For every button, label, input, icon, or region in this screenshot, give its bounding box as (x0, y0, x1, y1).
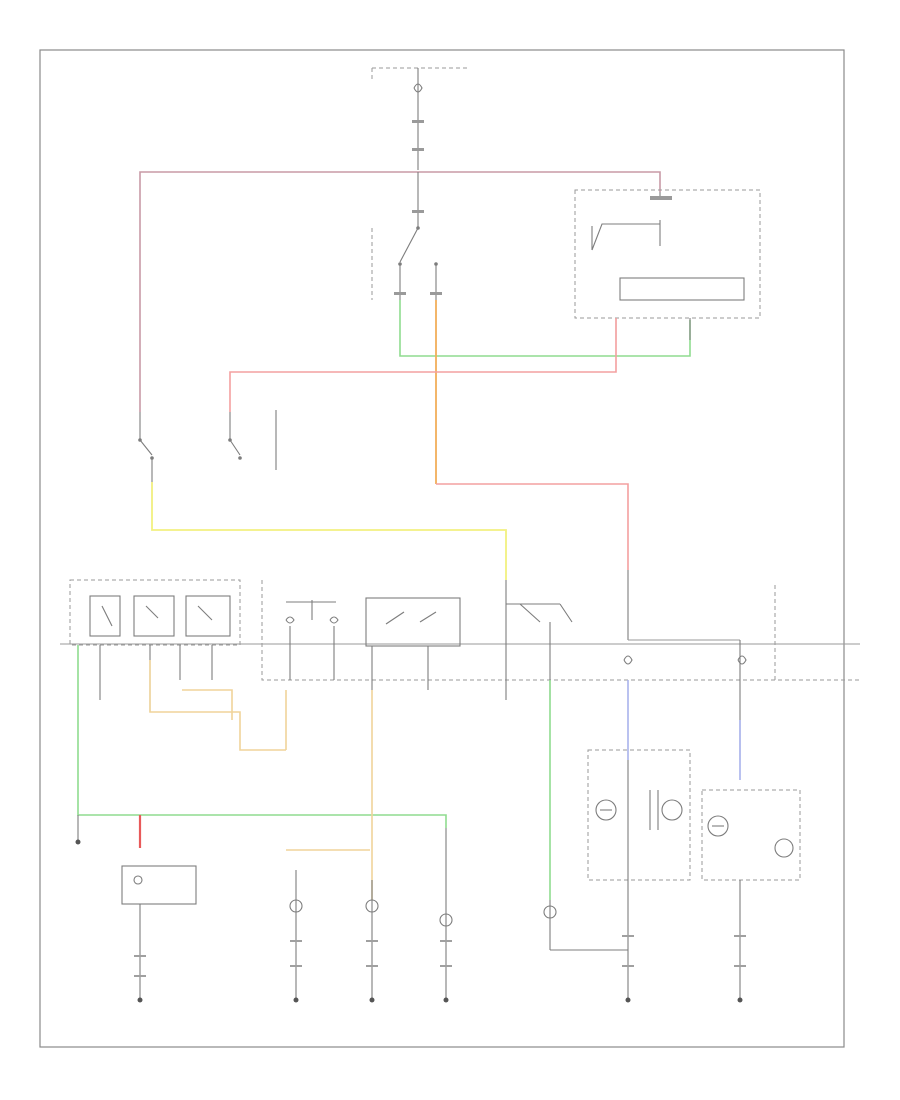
wire-yellow (151, 482, 507, 580)
lower-center-devices (289, 828, 557, 1000)
wire-pink-top-left (139, 171, 418, 412)
wire-pink-top-right (418, 171, 661, 192)
wire-red-module (229, 318, 617, 412)
top-right-module (574, 189, 761, 340)
ground-symbol-6 (737, 997, 743, 1003)
ground-symbol-4 (443, 997, 449, 1003)
wire-tan-left (149, 660, 286, 751)
ground-symbol-left (75, 839, 81, 845)
center-fuse-panel (261, 580, 860, 690)
ground-symbol-2 (293, 997, 299, 1003)
left-headlamp (550, 749, 691, 1000)
ground-row (75, 839, 743, 1003)
top-fuse-block (371, 67, 470, 170)
ignition-switch (371, 172, 442, 300)
lower-left-module (77, 815, 197, 1000)
ground-symbol-3 (369, 997, 375, 1003)
ground-symbol-5 (625, 997, 631, 1003)
wire-red-right-drop (436, 483, 629, 570)
left-upper-switches (138, 410, 277, 510)
right-fuse-block (623, 570, 776, 760)
right-headlamp (701, 789, 801, 1000)
diagram-frame (39, 49, 845, 1048)
wire-tan-left-2 (182, 689, 233, 720)
wire-green-ign-module (399, 300, 691, 357)
wire-markers (134, 935, 746, 977)
ground-symbol-1 (137, 997, 143, 1003)
connector-row-left (99, 645, 213, 712)
center-right-relay (505, 580, 573, 700)
wire-green-long (77, 645, 447, 828)
